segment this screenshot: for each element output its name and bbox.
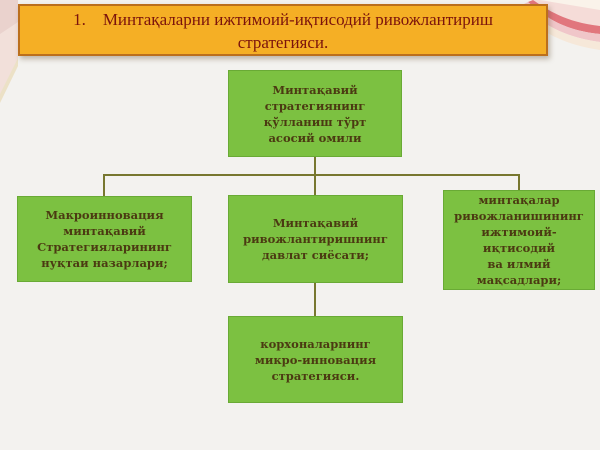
diagram-node-root: Минтақавий стратегиянинг қўлланиш тўрт а… [228, 70, 402, 157]
slide-title: 1. Минтақаларни ижтимоий-иқтисодий ривож… [18, 4, 548, 56]
diagram-node-center: Минтақавий ривожлантиришнинг давлат сиёс… [228, 195, 403, 283]
connector-branch-horizontal [103, 174, 520, 176]
connector-center-to-bottom [314, 283, 316, 316]
top-left-corner-decoration [0, 0, 18, 103]
connector-root-vertical [314, 157, 316, 195]
connector-right-drop [518, 174, 520, 190]
diagram-node-bottom: корхоналарнинг микро-инновация стратегия… [228, 316, 403, 403]
connector-left-drop [103, 174, 105, 196]
diagram-node-right: минтақалар ривожланишининг ижтимоий- иқт… [443, 190, 595, 290]
diagram-node-left: Макроинновация минтақавий Стратегияларин… [17, 196, 192, 282]
